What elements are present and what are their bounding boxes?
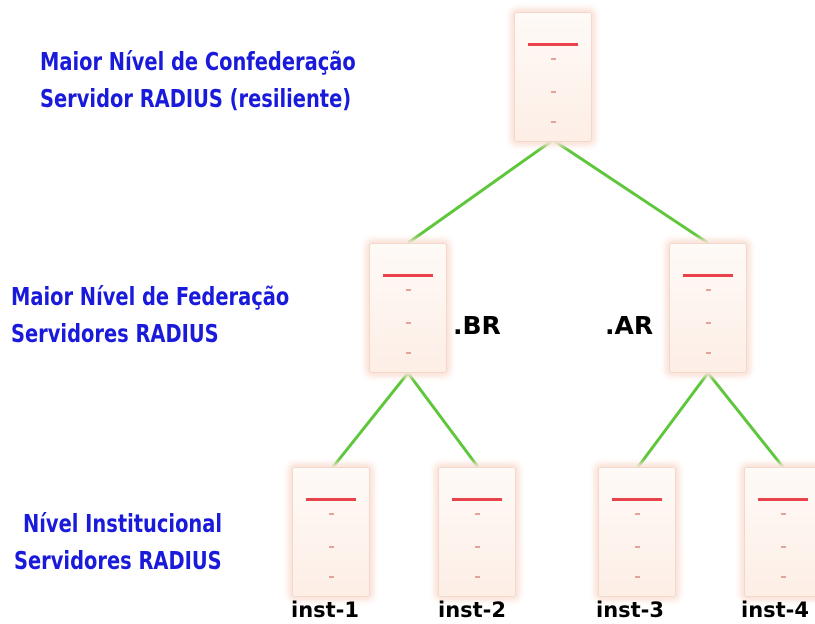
br-server-icon [369, 243, 447, 373]
link-ar-inst4 [706, 372, 785, 468]
ar-node-label: .AR [605, 311, 654, 340]
institutional-label: Nível Institucional Servidores RADIUS [14, 506, 222, 579]
confederation-label: Maior Nível de Confederação Servidor RAD… [40, 44, 356, 117]
federation-label-line1: Maior Nível de Federação [11, 282, 290, 312]
inst1-server-icon [292, 467, 370, 597]
inst3-label: inst-3 [596, 598, 665, 622]
confederation-label-line1: Maior Nível de Confederação [40, 47, 356, 77]
confederation-label-line2: Servidor RADIUS (resiliente) [40, 83, 352, 114]
link-br-inst1 [331, 372, 410, 468]
br-node-label: .BR [453, 311, 501, 340]
link-ar-inst3 [636, 372, 710, 468]
root-server-icon [514, 12, 592, 142]
inst4-label: inst-4 [741, 598, 810, 622]
ar-server-icon [669, 243, 747, 373]
institutional-label-line2: Servidores RADIUS [14, 545, 222, 576]
link-root-ar [552, 138, 709, 245]
inst2-label: inst-2 [438, 598, 507, 622]
inst3-server-icon [598, 467, 676, 597]
link-br-inst2 [406, 372, 480, 468]
inst2-server-icon [438, 467, 516, 597]
inst1-label: inst-1 [291, 598, 360, 622]
institutional-label-line1: Nível Institucional [23, 509, 223, 539]
federation-label-line2: Servidores RADIUS [11, 318, 219, 349]
inst4-server-icon [744, 467, 815, 597]
federation-label: Maior Nível de Federação Servidores RADI… [11, 279, 289, 352]
link-root-br [407, 138, 554, 245]
